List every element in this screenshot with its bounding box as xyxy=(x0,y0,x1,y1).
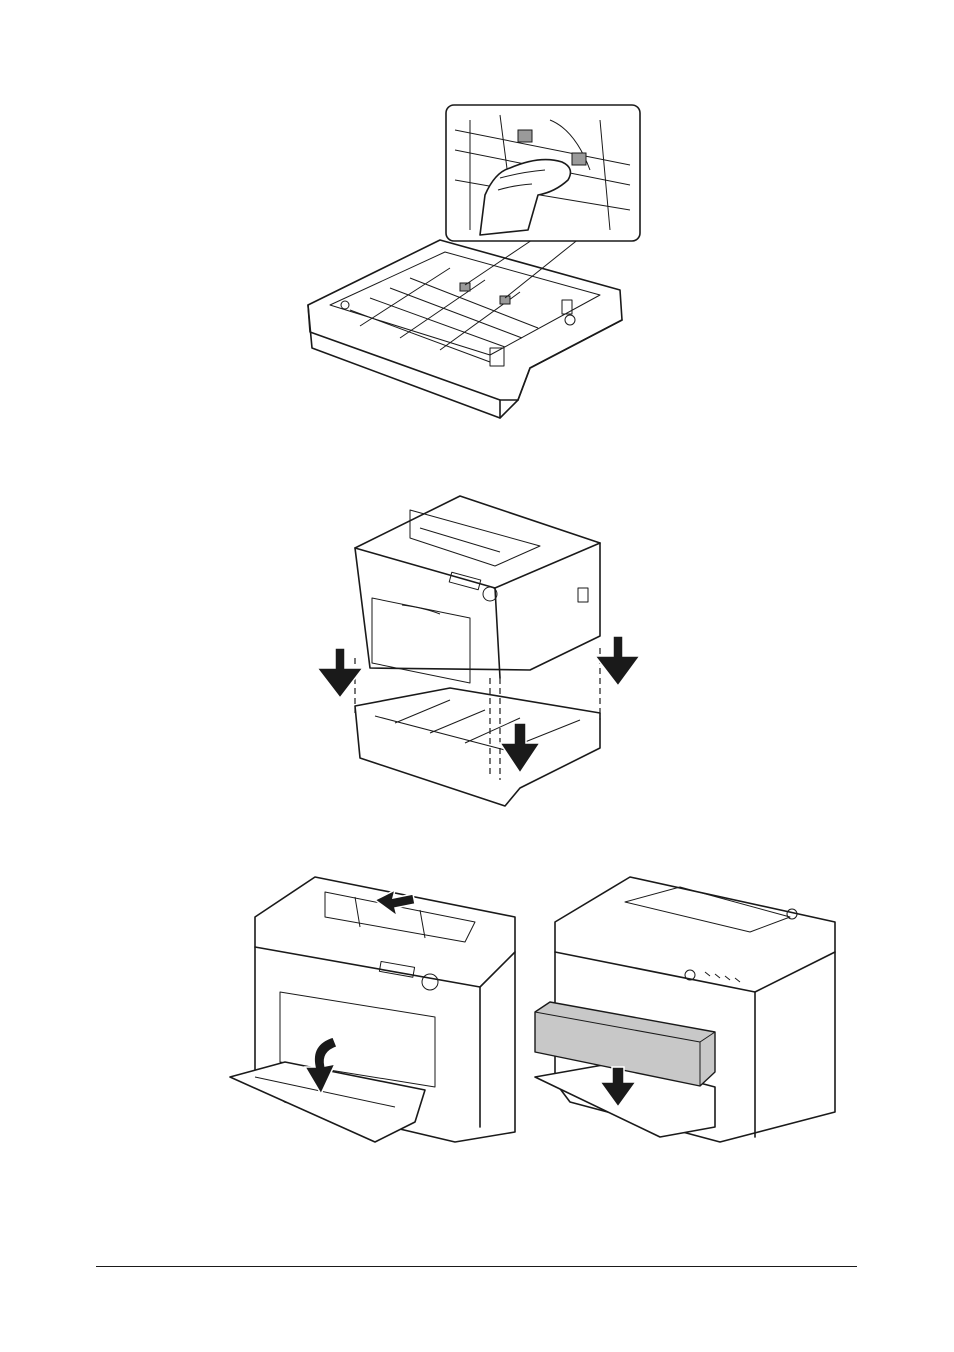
load-media-illustration xyxy=(530,872,845,1147)
footer-rule xyxy=(96,1266,857,1267)
open-tray-illustration xyxy=(225,872,525,1147)
figure-install-tray xyxy=(310,488,640,813)
figure-open-tray xyxy=(225,872,525,1147)
clean-rollers-illustration xyxy=(300,100,645,425)
figure-clean-rollers xyxy=(300,100,645,425)
install-tray-illustration xyxy=(310,488,640,813)
figure-load-media xyxy=(530,872,845,1147)
